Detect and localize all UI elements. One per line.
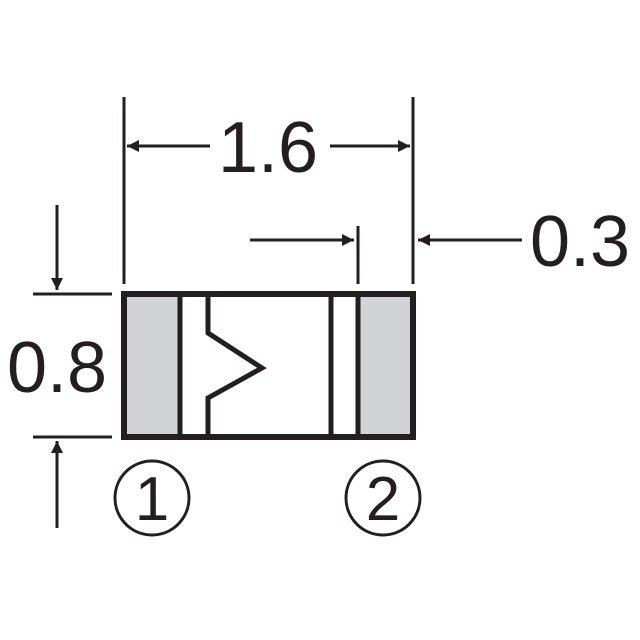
pin-marker-2: 2 — [344, 459, 422, 537]
terminal-pad-2 — [359, 294, 413, 437]
body-outline — [121, 291, 416, 440]
width-label: 0.8 — [7, 328, 107, 408]
width-dimension: 0.8 — [7, 205, 112, 528]
terminal-dimension: 0.3 — [250, 202, 630, 284]
polarity-mark — [205, 294, 267, 437]
length-label: 1.6 — [218, 108, 318, 188]
terminal-label: 0.3 — [530, 202, 630, 282]
pin-1-circle — [113, 459, 191, 537]
length-dimension: 1.6 — [122, 97, 415, 284]
pin-marker-1: 1 — [113, 459, 191, 537]
component-body — [121, 291, 416, 440]
pin-2-circle — [344, 459, 422, 537]
pin-2-label: 2 — [366, 465, 400, 534]
terminal-pad-1 — [124, 294, 178, 437]
pin-1-label: 1 — [135, 465, 169, 534]
